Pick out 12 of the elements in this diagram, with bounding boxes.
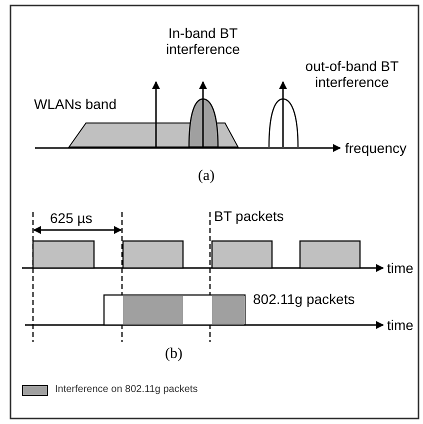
axis-label: time: [387, 317, 414, 333]
axis-label: frequency: [345, 140, 406, 156]
axis-label: time: [387, 260, 414, 276]
annotation-text: WLANs band: [34, 96, 116, 112]
annotation-text: 802.11g packets: [253, 291, 355, 307]
panel-label: (a): [198, 168, 215, 184]
panel-label: (b): [165, 346, 182, 362]
annotation-text: out-of-band BT interference: [304, 58, 400, 90]
legend-text: Interference on 802.11g packets: [55, 384, 198, 395]
annotation-text: BT packets: [214, 208, 284, 224]
dimension-label: 625 µs: [50, 210, 92, 226]
annotation-text: In-band BT interference: [165, 25, 241, 57]
